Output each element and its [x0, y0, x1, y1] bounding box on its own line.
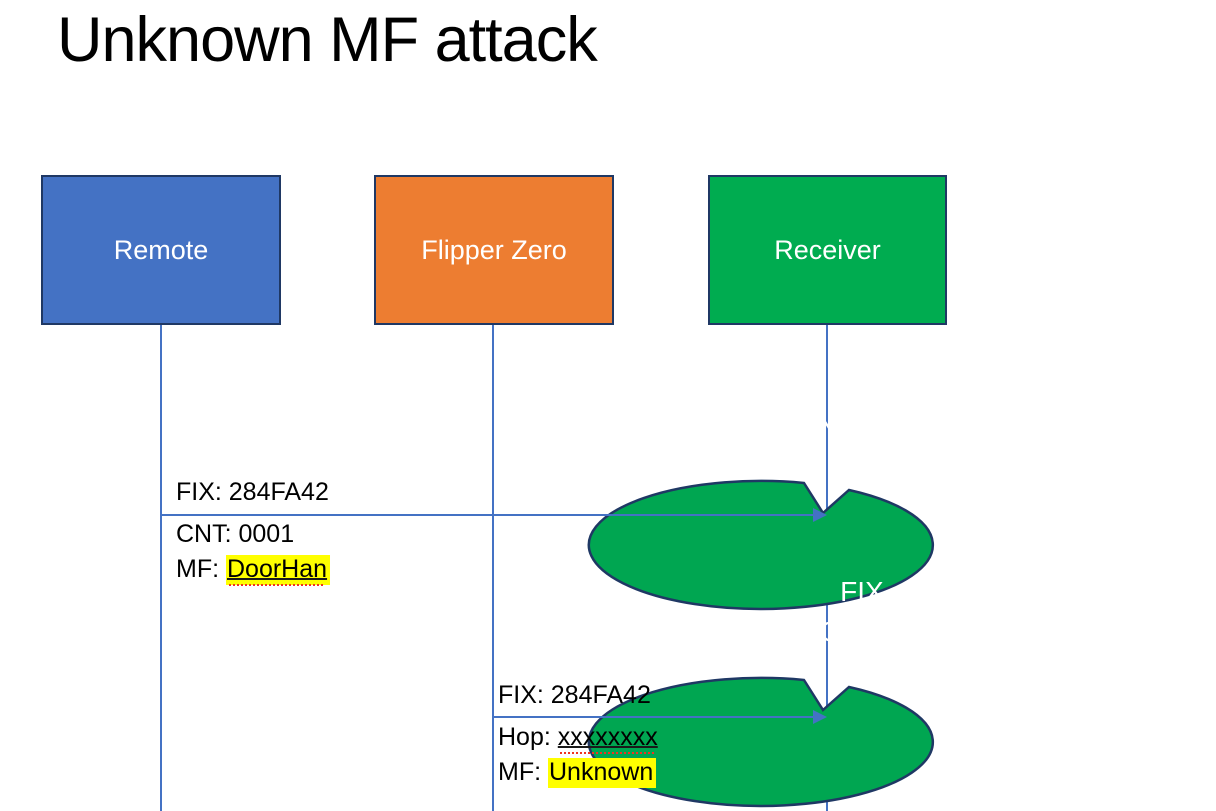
callout-line: “Opened”	[838, 452, 956, 483]
message2-hop-prefix: Hop:	[498, 723, 558, 751]
actor-box-flipper-zero: Flipper Zero	[374, 175, 614, 325]
message1-fix-label: FIX: 284FA42	[176, 478, 329, 506]
message1-mf-label: MF: DoorHan	[176, 555, 331, 586]
message-arrow-remote-to-receiver	[161, 514, 814, 516]
message2-mf-label: MF: Unknown	[498, 758, 657, 788]
message2-mf-prefix: MF:	[498, 758, 548, 786]
actor-label-remote: Remote	[113, 234, 209, 265]
lifeline-flipper-zero	[492, 325, 494, 811]
actor-box-receiver: Receiver	[708, 175, 947, 325]
message1-mf-prefix: MF:	[176, 555, 226, 583]
arrowhead-icon	[813, 508, 827, 522]
callout-line: CNT 0001 good	[798, 412, 995, 443]
message2-hop-value: xxxxxxxx	[557, 723, 658, 754]
actor-box-remote: Remote	[41, 175, 281, 325]
actor-label-receiver: Receiver	[774, 234, 881, 265]
message2-hop-label: Hop: xxxxxxxx	[498, 723, 658, 754]
page-title: Unknown MF attack	[57, 5, 598, 75]
message1-cnt-label: CNT: 0001	[176, 520, 295, 548]
callout-bubble-shape	[587, 676, 935, 808]
callout-line: FIX good	[840, 372, 954, 403]
lifeline-remote	[160, 325, 162, 811]
callout-bubble-2: FIX good CNT is ???? “Opened”	[587, 576, 975, 808]
callout-line: “Opened”	[838, 656, 956, 687]
message2-mf-value-highlighted: Unknown	[548, 758, 657, 788]
callout-bubble-shape	[587, 479, 935, 611]
callout-line: FIX good	[840, 576, 954, 607]
message1-mf-value-highlighted: DoorHan	[227, 555, 328, 586]
message-arrow-flipper-to-receiver	[494, 716, 814, 718]
arrowhead-icon	[813, 710, 827, 724]
actor-label-flipper-zero: Flipper Zero	[421, 234, 567, 265]
message2-fix-label: FIX: 284FA42	[498, 681, 651, 709]
callout-line: CNT is ????	[819, 616, 974, 647]
callout-bubble-1: FIX good CNT 0001 good “Opened”	[587, 372, 996, 611]
